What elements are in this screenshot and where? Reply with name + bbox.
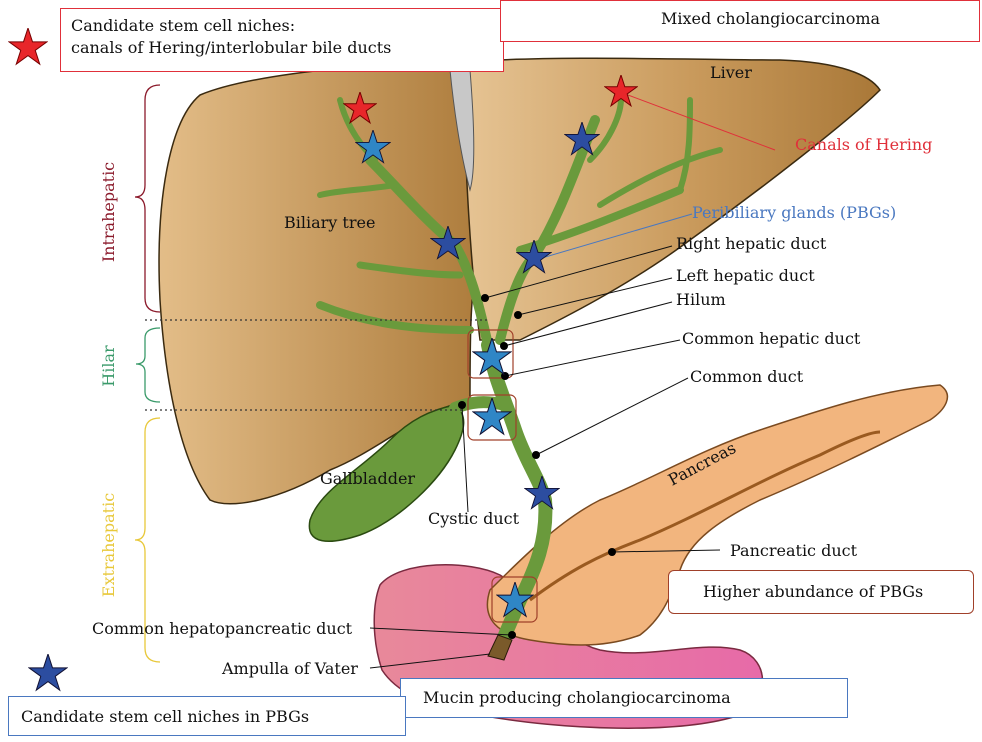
label-peribiliary-glands: Peribiliary glands (PBGs) [692, 203, 896, 222]
label-cystic-duct: Cystic duct [428, 509, 520, 528]
label-biliary-tree: Biliary tree [284, 213, 375, 232]
label-common-hepatopancreatic-duct: Common hepatopancreatic duct [92, 619, 353, 638]
label-common-duct: Common duct [690, 367, 804, 386]
brace-hilar [136, 328, 160, 402]
note-box-mixed-cca: Mixed cholangiocarcinoma [500, 0, 980, 42]
label-liver: Liver [710, 63, 752, 82]
region-extrahepatic: Extrahepatic [99, 493, 118, 597]
note-box-higher-pbg: Higher abundance of PBGs [668, 570, 974, 614]
legend-navy-star-icon [29, 654, 67, 690]
label-canals-of-hering: Canals of Hering [795, 135, 932, 154]
label-pancreatic-duct: Pancreatic duct [730, 541, 858, 560]
label-hilum: Hilum [676, 290, 726, 309]
region-hilar: Hilar [99, 345, 118, 387]
region-intrahepatic: Intrahepatic [99, 162, 118, 262]
label-ampulla-of-vater: Ampulla of Vater [221, 659, 358, 678]
label-right-hepatic-duct: Right hepatic duct [676, 234, 827, 253]
legend-box-candidate-blue: Candidate stem cell niches in PBGs [8, 696, 406, 736]
label-left-hepatic-duct: Left hepatic duct [676, 266, 815, 285]
label-common-hepatic-duct: Common hepatic duct [682, 329, 861, 348]
note-box-mucin-cca: Mucin producing cholangiocarcinoma [400, 678, 848, 718]
legend-box-candidate-red: Candidate stem cell niches: canals of He… [60, 8, 504, 72]
brace-intrahepatic [135, 85, 160, 312]
label-gallbladder: Gallbladder [320, 469, 415, 488]
legend-red-star-icon [9, 28, 47, 64]
